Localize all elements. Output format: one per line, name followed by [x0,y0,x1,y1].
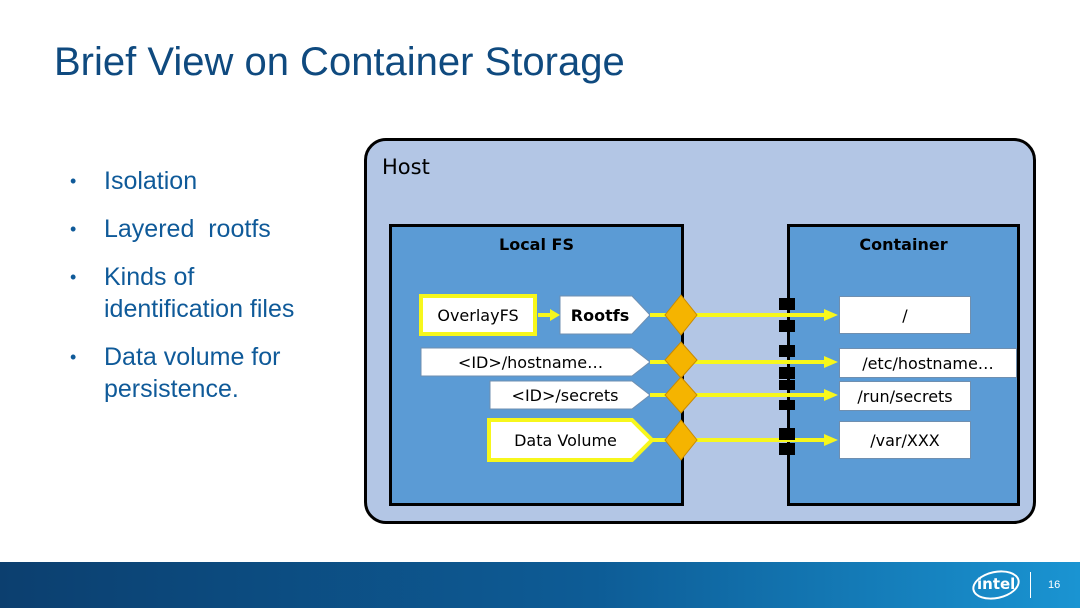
mount-arrow-root [824,309,838,321]
connector-block [779,345,795,357]
rootfs-label: Rootfs [570,305,630,325]
id-secrets-node [489,380,651,410]
footer-bar [0,562,1080,608]
bullet-item: • Data volume for persistence. [70,341,360,405]
id-hostname-label: <ID>/hostname… [457,352,604,372]
connector-block [779,380,795,390]
bullet-dot-icon: • [70,219,77,239]
bullet-item: • Layered rootfs [70,213,360,245]
intel-logo-text: intel [977,575,1016,593]
bullet-dot-icon: • [70,267,77,287]
diamond-root [664,294,698,336]
mount-arrow-hostname [824,356,838,368]
page-title: Brief View on Container Storage [54,40,625,84]
mount-var: /var/XXX [839,421,971,459]
mount-root: / [839,296,971,334]
id-secrets-label: <ID>/secrets [511,385,619,405]
bullet-item: • Kinds of identification files [70,261,360,325]
diamond-hostname [664,341,698,379]
bullet-text: Kinds of identification files [104,263,295,323]
data-volume-node [487,418,655,462]
data-volume-label: Data Volume [514,430,617,450]
overlayfs-node: OverlayFS [419,294,537,336]
mount-hostname: /etc/hostname… [839,348,1017,378]
diamond-var [664,419,698,461]
connector-block [779,367,795,379]
rootfs-node [559,295,651,335]
connector-block [779,320,795,332]
bullet-item: • Isolation [70,165,360,197]
page-number: 16 [1048,579,1061,591]
host-label: Host [382,155,430,179]
footer-divider [1030,572,1031,598]
mount-arrow-var [824,434,838,446]
connector-block [779,400,795,410]
bullet-text: Isolation [104,167,198,195]
connector-block [779,428,795,440]
diamond-secrets [664,376,698,414]
bullet-text: Data volume for persistence. [104,343,281,403]
id-hostname-node [420,347,651,377]
overlay-arrow-head [550,309,560,321]
connector-block [779,298,795,310]
bullet-dot-icon: • [70,347,77,367]
local-fs-title: Local FS [499,235,574,254]
bullet-text: Layered rootfs [104,215,271,243]
mount-arrow-secrets [824,389,838,401]
connector-block [779,443,795,455]
mount-secrets: /run/secrets [839,381,971,411]
container-title: Container [859,235,948,254]
bullet-dot-icon: • [70,171,77,191]
bullet-list: • Isolation • Layered rootfs • Kinds of … [70,165,360,421]
